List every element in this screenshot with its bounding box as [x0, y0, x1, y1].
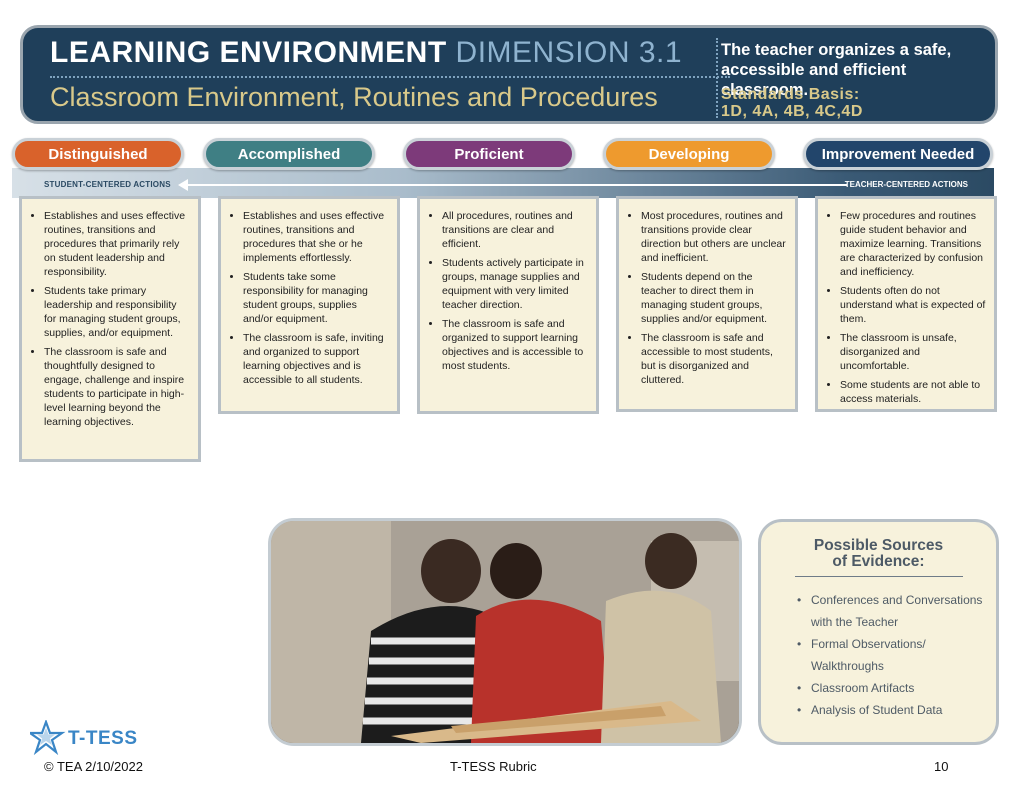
standards-basis: Standards Basis: 1D, 4A, 4B, 4C,4D: [721, 86, 863, 120]
dimension-header: LEARNING ENVIRONMENT DIMENSION 3.1 Class…: [20, 25, 998, 124]
list-item: The classroom is safe and accessible to …: [641, 331, 787, 387]
divider: [50, 76, 730, 78]
column-accomplished: Establishes and uses effective routines,…: [218, 196, 400, 414]
evidence-item: Analysis of Student Data: [797, 699, 996, 721]
list-item: Few procedures and routines guide studen…: [840, 209, 986, 279]
evidence-item: Formal Observations/ Walkthroughs: [797, 633, 996, 677]
evidence-list: Conferences and Conversations with the T…: [797, 589, 996, 721]
column-proficient: All procedures, routines and transitions…: [417, 196, 599, 414]
level-distinguished: Distinguished: [12, 138, 184, 170]
list-item: Students actively participate in groups,…: [442, 256, 588, 312]
level-improvement-needed: Improvement Needed: [803, 138, 993, 170]
arrow-left-icon: [178, 179, 188, 191]
footer-title: T-TESS Rubric: [450, 759, 537, 774]
column-improvement-needed: Few procedures and routines guide studen…: [815, 196, 997, 412]
star-icon: [26, 718, 66, 756]
list-item: Students take some responsibility for ma…: [243, 270, 389, 326]
list-item: Most procedures, routines and transition…: [641, 209, 787, 265]
students-woodworking-illustration: [271, 521, 739, 743]
evidence-title: Possible Sources of Evidence:: [761, 538, 996, 570]
level-accomplished: Accomplished: [203, 138, 375, 170]
dimension-description: The teacher organizes a safe, accessible…: [721, 41, 952, 99]
teacher-centered-label: TEACHER-CENTERED ACTIONS: [844, 180, 968, 189]
vertical-divider: [716, 38, 718, 118]
column-distinguished: Establishes and uses effective routines,…: [19, 196, 201, 462]
list-item: Students depend on the teacher to direct…: [641, 270, 787, 326]
evidence-item: Conferences and Conversations with the T…: [797, 589, 996, 633]
list-item: The classroom is unsafe, disorganized an…: [840, 331, 986, 373]
list-item: The classroom is safe and thoughtfully d…: [44, 345, 190, 429]
list-item: Students take primary leadership and res…: [44, 284, 190, 340]
standards-label: Standards Basis:: [721, 86, 860, 103]
evidence-item: Classroom Artifacts: [797, 677, 996, 699]
page-number: 10: [934, 759, 949, 774]
evidence-title-line2: of Evidence:: [832, 553, 925, 570]
level-proficient: Proficient: [403, 138, 575, 170]
level-developing: Developing: [603, 138, 775, 170]
column-developing: Most procedures, routines and transition…: [616, 196, 798, 412]
arrow-line: [187, 184, 847, 186]
list-item: Establishes and uses effective routines,…: [44, 209, 190, 279]
page-title: LEARNING ENVIRONMENT DIMENSION 3.1: [50, 36, 682, 70]
logo-text: T-TESS: [68, 728, 138, 749]
standards-values: 1D, 4A, 4B, 4C,4D: [721, 103, 863, 120]
evidence-title-line1: Possible Sources: [813, 537, 944, 554]
list-item: All procedures, routines and transitions…: [442, 209, 588, 251]
student-teacher-band: STUDENT-CENTERED ACTIONS TEACHER-CENTERE…: [12, 168, 994, 198]
divider: [794, 576, 963, 577]
evidence-panel: Possible Sources of Evidence: Conference…: [758, 519, 999, 745]
list-item: Some students are not able to access mat…: [840, 378, 986, 406]
list-item: The classroom is safe, inviting and orga…: [243, 331, 389, 387]
classroom-photo: [268, 518, 742, 746]
list-item: Establishes and uses effective routines,…: [243, 209, 389, 265]
t-tess-logo: T-TESS: [26, 718, 140, 756]
list-item: Students often do not understand what is…: [840, 284, 986, 326]
page-subtitle: Classroom Environment, Routines and Proc…: [50, 82, 658, 112]
title-dimension: DIMENSION 3.1: [455, 36, 683, 69]
student-centered-label: STUDENT-CENTERED ACTIONS: [44, 180, 171, 189]
footer-copyright: © TEA 2/10/2022: [44, 759, 143, 774]
title-main: LEARNING ENVIRONMENT: [50, 36, 447, 69]
list-item: The classroom is safe and organized to s…: [442, 317, 588, 373]
